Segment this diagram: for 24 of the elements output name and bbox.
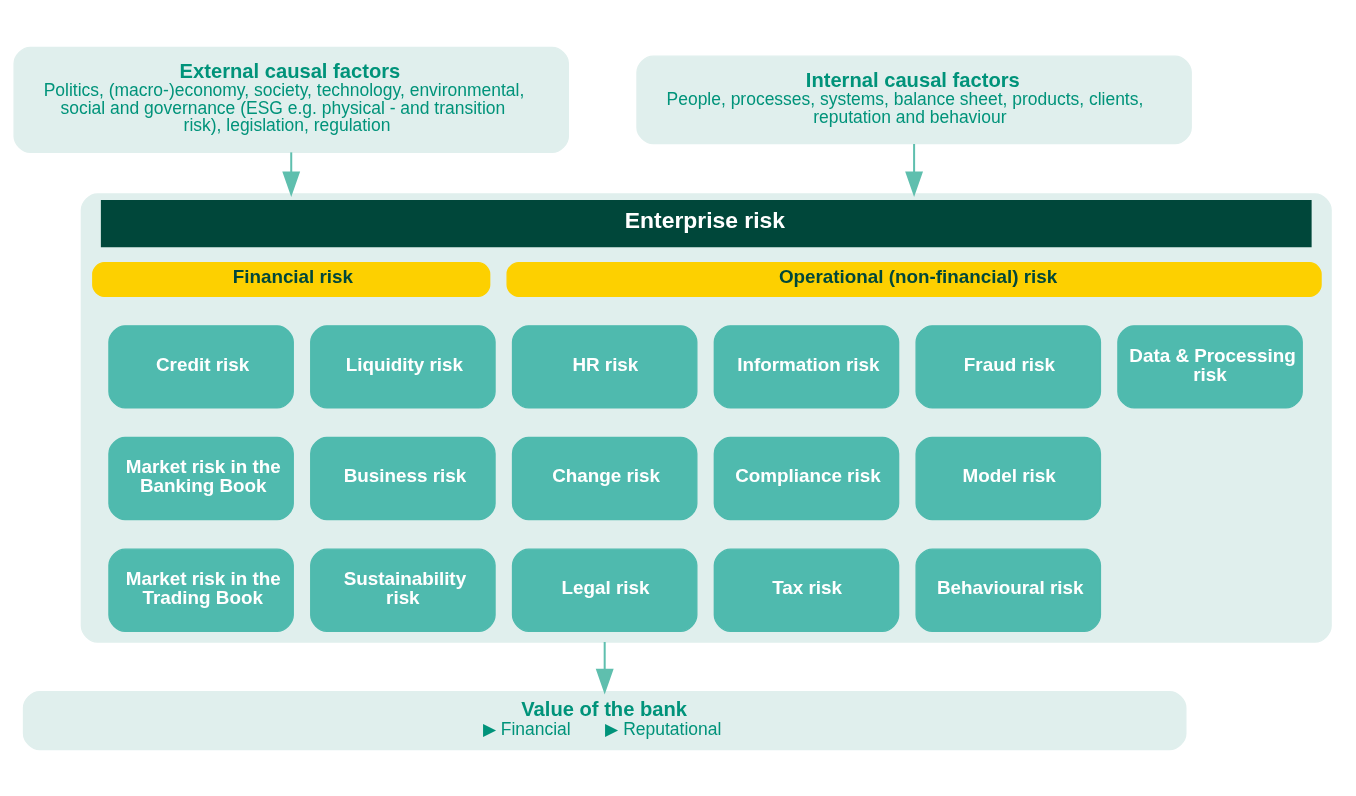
node-box: Sustainability risk [310, 548, 496, 632]
arrow [282, 151, 301, 197]
arrow [905, 143, 924, 197]
node-box: Change risk [511, 436, 698, 520]
node-box: Compliance risk [713, 436, 900, 520]
node-box: Model risk [915, 436, 1102, 520]
node-box: HR risk [511, 324, 698, 409]
node-box: Information risk [713, 324, 900, 409]
node-box: Fraud risk [915, 324, 1102, 409]
node-box: Tax risk [713, 548, 900, 632]
node-box: Data & Processing risk [1117, 324, 1303, 409]
node-box: Internal causal factors People, processes, systems, balance sheet, products, clients, reputation and behaviour [636, 54, 1192, 144]
node-box: Market risk in the Banking Book [108, 436, 294, 520]
node-box: Operational (non-financial) risk [506, 261, 1322, 297]
node-box: Credit risk [108, 324, 294, 409]
arrow [595, 641, 614, 694]
node-box: Behavioural risk [915, 548, 1102, 632]
node-box: External causal factors Politics, (macro-)economy, society, technology, environmental, social and governance (ESG e.g. physical - and transition risk), legislation, regulation [13, 46, 570, 153]
node-box: Business risk [310, 436, 496, 520]
node-box: Legal risk [511, 548, 698, 632]
node-box: Market risk in the Trading Book [108, 548, 294, 632]
node-box: Value of the bank ▶ Financial ▶ Reputational [22, 690, 1187, 750]
node-box: Liquidity risk [310, 324, 496, 409]
node-box: Financial risk [92, 261, 491, 297]
